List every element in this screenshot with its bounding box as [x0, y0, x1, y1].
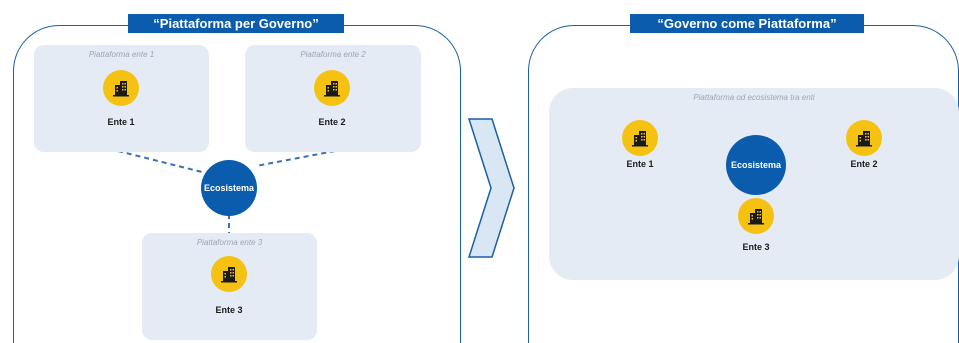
building-icon [738, 198, 774, 234]
building-icon [314, 70, 350, 106]
panel-caption: Piattaforma ente 3 [196, 238, 263, 247]
right-title: “Governo come Piattaforma” [630, 14, 864, 33]
panel-caption: Piattaforma od ecosistema tra enti [693, 93, 815, 102]
building-icon [103, 70, 139, 106]
panel-caption: Piattaforma ente 1 [88, 50, 155, 59]
connector-ente1-eco [117, 150, 203, 173]
chevron-right-arrow [468, 118, 515, 258]
connector-ente2-eco [255, 150, 336, 167]
entity-label: Ente 3 [742, 242, 770, 252]
ecosystem-node: Ecosistema [201, 160, 257, 216]
left-title: “Piattaforma per Governo” [128, 14, 344, 33]
entity-label: Ente 1 [626, 159, 654, 169]
building-icon [211, 256, 247, 292]
entity-label: Ente 1 [107, 117, 135, 127]
building-icon [846, 120, 882, 156]
panel-caption: Piattaforma ente 2 [300, 50, 366, 59]
entity-label: Ente 3 [215, 305, 243, 315]
entity-label: Ente 2 [850, 159, 878, 169]
entity-label: Ente 2 [318, 117, 346, 127]
ecosystem-node: Ecosistema [726, 135, 786, 195]
building-icon [622, 120, 658, 156]
